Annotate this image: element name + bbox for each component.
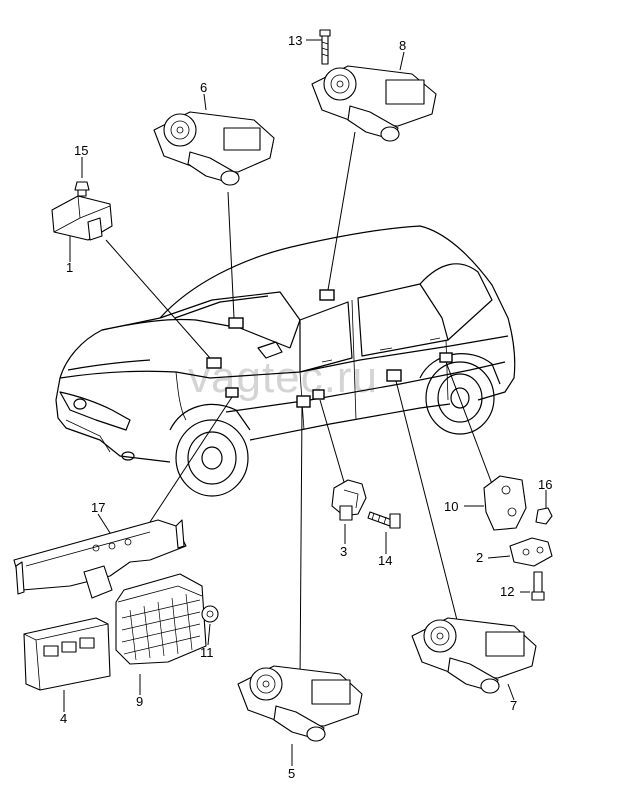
callout-14: 14 [378,553,392,568]
marker-front-door-2 [312,389,325,400]
vehicle-outline [55,225,516,497]
callout-5: 5 [288,766,295,781]
callout-17: 17 [91,500,105,515]
callout-13: 13 [288,33,302,48]
window-motor-7 [411,617,537,694]
marker-driver-window-rear [319,289,335,301]
marker-rear-quarter [439,352,453,363]
callout-8: 8 [399,38,406,53]
callout-2: 2 [476,550,483,565]
callout-16: 16 [538,477,552,492]
sensor-3 [331,479,367,521]
callout-3: 3 [340,544,347,559]
window-motor-6 [153,111,275,186]
callout-6: 6 [200,80,207,95]
marker-rear-door [386,369,402,382]
callout-1: 1 [66,260,73,275]
location-markers [206,289,453,408]
control-unit-4 [23,617,111,691]
callout-11: 11 [200,645,214,660]
control-unit-9 [115,573,207,665]
bolt-14 [367,511,401,529]
nut-11 [201,605,219,623]
bolt-12 [531,571,545,601]
nut-15 [74,181,90,197]
marker-front-fender [225,387,239,398]
bracket-17 [13,519,187,599]
nut-16 [535,507,553,525]
callout-9: 9 [136,694,143,709]
marker-front-door-1 [296,395,311,408]
bracket-2 [509,537,553,567]
window-motor-8 [311,65,437,142]
callout-10: 10 [444,499,458,514]
callout-labels: 13 8 6 15 1 17 3 14 10 16 2 12 11 9 4 7 … [60,33,552,781]
callout-7: 7 [510,698,517,713]
leader-lines [63,39,547,766]
callout-4: 4 [60,711,67,726]
window-motor-5 [237,665,363,742]
callout-12: 12 [500,584,514,599]
bolt-13 [319,29,331,65]
marker-windshield [228,317,244,329]
callout-15: 15 [74,143,88,158]
module-1 [51,195,113,241]
bracket-10 [483,475,527,531]
marker-dash [206,357,222,369]
